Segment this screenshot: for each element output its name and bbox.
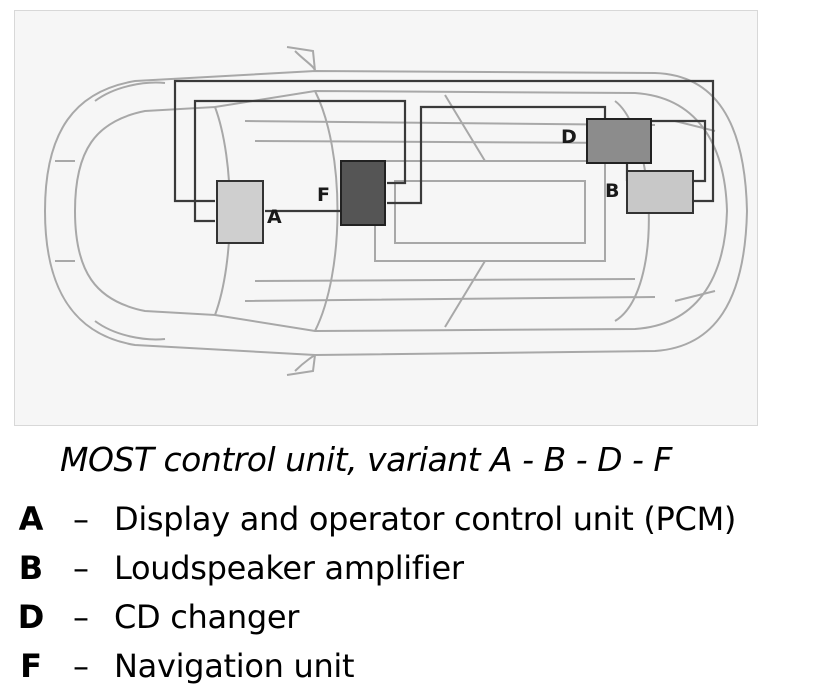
legend-key: A (18, 499, 44, 538)
legend-key: F (20, 646, 42, 685)
unit-b-box (626, 170, 694, 214)
legend-separator: – (73, 548, 89, 587)
unit-d-label: D (561, 126, 577, 148)
unit-a-box (216, 180, 264, 244)
car-outline (43, 46, 749, 376)
figure-caption: MOST control unit, variant A - B - D - F (60, 440, 672, 479)
legend: A – Display and operator control unit (P… (14, 494, 737, 690)
legend-description: Loudspeaker amplifier (114, 548, 464, 587)
legend-key: D (17, 597, 45, 636)
legend-description: Navigation unit (114, 646, 355, 685)
unit-f-label: F (317, 184, 330, 206)
legend-description: CD changer (114, 597, 300, 636)
legend-item: A – Display and operator control unit (P… (14, 494, 737, 543)
vehicle-top-view: A F D B (43, 46, 749, 376)
unit-f-box (340, 160, 386, 226)
legend-separator: – (73, 499, 89, 538)
legend-item: B – Loudspeaker amplifier (14, 543, 736, 592)
legend-item: F – Navigation unit (14, 641, 736, 690)
unit-b-label: B (605, 180, 619, 202)
legend-separator: – (73, 597, 89, 636)
unit-a-label: A (267, 206, 282, 228)
legend-description: Display and operator control unit (PCM) (114, 499, 737, 538)
legend-item: D – CD changer (14, 592, 736, 641)
legend-key: B (18, 548, 44, 587)
unit-d-box (586, 118, 652, 164)
vehicle-diagram: A F D B (14, 10, 758, 426)
legend-separator: – (73, 646, 89, 685)
